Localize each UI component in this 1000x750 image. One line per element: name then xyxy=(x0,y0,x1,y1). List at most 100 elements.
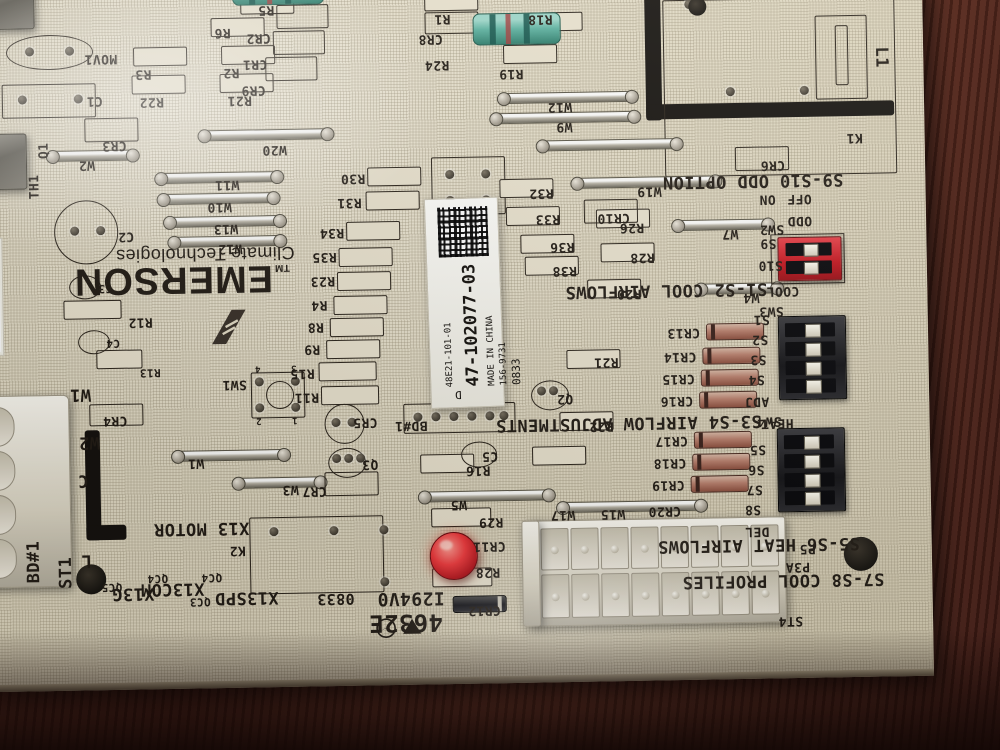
label-q3: Q3 xyxy=(361,456,379,472)
molex-pin-top-2[interactable] xyxy=(570,527,600,570)
label-mov1: MOV1 xyxy=(84,50,118,67)
sw4-lever-2[interactable] xyxy=(804,454,821,469)
label-r33: R33 xyxy=(535,211,561,227)
molex-pin-top-3[interactable] xyxy=(600,526,630,570)
sw3-lever-3[interactable] xyxy=(805,361,822,376)
transistor-q1-heatsink xyxy=(0,133,28,191)
pad-k2-c xyxy=(379,525,389,535)
st1-pin-2[interactable] xyxy=(0,450,16,492)
label-w1: W1 xyxy=(187,455,205,471)
label-pos-s3: S3 xyxy=(749,351,767,367)
pad-p5-4 xyxy=(467,411,477,421)
resistor-r30 xyxy=(367,166,422,187)
label-w2-top: W2 xyxy=(78,157,96,173)
molex-pin-top-4[interactable] xyxy=(630,526,660,569)
label-pos-s4: S4 xyxy=(748,371,765,387)
dip-switch-sw4[interactable] xyxy=(776,427,847,513)
label-l1: L1 xyxy=(871,46,892,68)
sw4-lever-4[interactable] xyxy=(804,491,822,506)
molex-pin-bot-4[interactable] xyxy=(631,572,660,617)
label-cr5: CR5 xyxy=(352,414,378,430)
st1-pin-3[interactable] xyxy=(0,494,17,536)
label-w7: W7 xyxy=(721,226,739,242)
pad-q2-a xyxy=(536,386,547,396)
dip-switch-sw2[interactable] xyxy=(777,236,843,282)
label-r8: R8 xyxy=(307,319,324,335)
label-r4: R4 xyxy=(310,297,328,313)
jumper-w20 xyxy=(535,136,684,154)
circuit-board: 47-102077-03 48E21-101-01 MADE IN CHINA … xyxy=(0,0,934,692)
dip-switch-sw3[interactable] xyxy=(777,315,848,401)
pad-sw1-1 xyxy=(254,377,264,387)
label-w15: W15 xyxy=(600,506,626,522)
label-cr13: CR13 xyxy=(666,324,701,341)
resistor-r17 xyxy=(502,44,558,65)
label-w12: W12 xyxy=(217,240,243,257)
label-r38: R38 xyxy=(552,262,578,279)
label-r22: R22 xyxy=(139,94,165,110)
label-w9: W10 xyxy=(206,198,232,215)
pad-q3-b xyxy=(344,453,354,463)
label-state-del: DEL xyxy=(744,523,770,539)
pad-c1-b xyxy=(73,94,83,104)
resistor-r35 xyxy=(338,247,393,267)
label-sw1: SW1 xyxy=(222,376,247,393)
label-r32: R32 xyxy=(528,185,554,201)
label-c1: C1 xyxy=(86,93,104,109)
label-c5: C5 xyxy=(481,448,499,464)
molex-pin-top-1[interactable] xyxy=(540,528,570,571)
label-k1: K1 xyxy=(846,129,863,146)
label-w13: W13 xyxy=(213,220,239,237)
instruction-s9-s10: S9-S10 ODD OPTION xyxy=(662,169,844,193)
resistor-r23 xyxy=(336,271,392,292)
sticker-model-code: 48E21-101-01 xyxy=(443,322,456,388)
label-cr1: CR1 xyxy=(242,56,268,72)
label-r2: R2 xyxy=(222,64,240,80)
st1-pin-1[interactable] xyxy=(0,406,15,448)
label-qc5: QC5 xyxy=(101,580,123,595)
outline-l1-core xyxy=(834,25,849,86)
molex-pin-bot-3[interactable] xyxy=(601,572,630,618)
molex-pin-bot-2[interactable] xyxy=(571,573,600,618)
label-x13spd: X13SPD xyxy=(214,587,279,609)
diode-cr19 xyxy=(690,474,749,493)
label-cr16: CR16 xyxy=(660,392,694,409)
sticker-origin: MADE IN CHINA xyxy=(484,315,498,387)
label-r24: R24 xyxy=(424,57,450,73)
sw2-lever-2[interactable] xyxy=(803,261,820,275)
label-w19: W19 xyxy=(636,183,662,199)
label-r26: R28 xyxy=(629,249,655,265)
sw4-lever-1[interactable] xyxy=(803,435,821,450)
pad-c1-a xyxy=(17,95,27,105)
label-pos-s1: S1 xyxy=(753,311,770,327)
sw3-lever-4[interactable] xyxy=(805,379,823,394)
label-qc3: QC3 xyxy=(189,595,211,609)
label-sw1-pin3: 3 xyxy=(290,362,297,373)
pad-p3a-1 xyxy=(445,169,455,180)
outline-mov1 xyxy=(5,34,94,71)
label-q2: Q2 xyxy=(556,390,574,407)
connector-small-4pin[interactable] xyxy=(521,520,542,627)
sw2-lever-1[interactable] xyxy=(803,243,819,257)
pad-p5-2 xyxy=(431,412,441,422)
jumper-w5 xyxy=(417,488,556,505)
resistor-r9 xyxy=(326,339,381,360)
st1-pin-4[interactable] xyxy=(0,538,18,580)
outline-k2-relay xyxy=(249,515,385,595)
label-cr8: CR8 xyxy=(418,31,443,47)
terminal-l: L xyxy=(81,550,93,571)
outline-cr2 xyxy=(276,4,329,30)
pad-p5-5 xyxy=(485,411,495,421)
sw3-lever-1[interactable] xyxy=(804,323,822,338)
label-cr14: CR14 xyxy=(663,348,697,365)
label-pos-s5: S5 xyxy=(749,441,767,457)
label-cr4: CR4 xyxy=(102,412,128,429)
sw4-lever-3[interactable] xyxy=(804,473,821,488)
molex-pin-bot-1[interactable] xyxy=(541,574,570,619)
label-pos-s10: S10 xyxy=(758,257,783,273)
sw3-lever-2[interactable] xyxy=(805,342,822,357)
label-x13-motor: X13 MOTOR xyxy=(153,517,250,540)
label-r28: R28 xyxy=(475,564,501,580)
label-r6: R6 xyxy=(214,24,231,41)
